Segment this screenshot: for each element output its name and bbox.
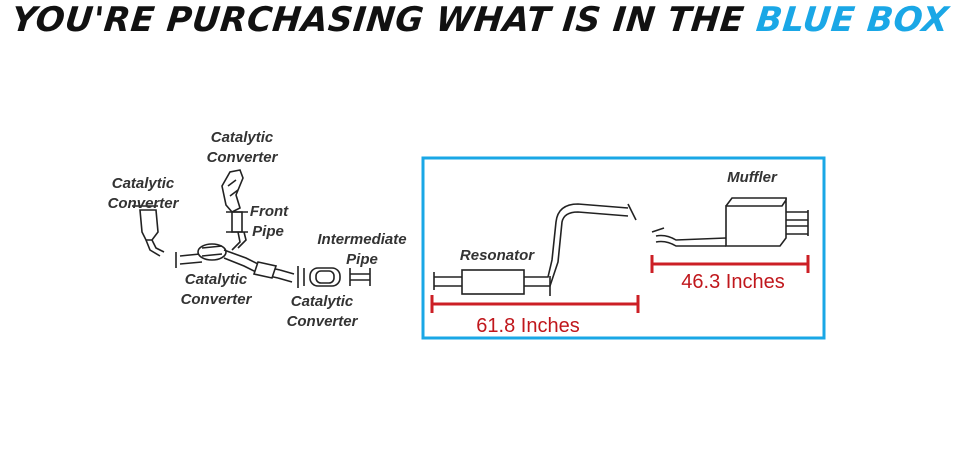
cat-mid-label-line2: Converter <box>181 291 253 308</box>
cat-top-label-line2: Converter <box>207 149 279 166</box>
muffler-label: Muffler <box>727 169 778 186</box>
y-pipe-catalytic-converter-part <box>175 243 299 288</box>
included-parts-highlight-box <box>421 156 826 340</box>
top-catalytic-converter-part <box>221 169 248 251</box>
resonator-dimension-line <box>430 295 640 313</box>
lower-catalytic-converter-part <box>303 267 341 287</box>
muffler-dimension-line <box>650 255 810 273</box>
cat-low-label-line1: Catalytic <box>291 293 354 310</box>
cat-top-label-line1: Catalytic <box>211 129 274 146</box>
left-catalytic-converter-part <box>132 205 165 257</box>
resonator-section-part <box>433 203 637 296</box>
resonator-measurement: 61.8 Inches <box>476 315 579 337</box>
resonator-label: Resonator <box>460 247 535 264</box>
cat-left-label-line1: Catalytic <box>112 175 175 192</box>
intermediate-pipe-part <box>349 268 371 286</box>
cat-low-label-line2: Converter <box>287 313 359 330</box>
muffler-section-part <box>651 197 809 247</box>
front-pipe-label-line1: Front <box>250 203 289 220</box>
front-pipe-label-line2: Pipe <box>252 223 284 240</box>
cat-mid-label-line1: Catalytic <box>185 271 248 288</box>
intermediate-label-line2: Pipe <box>346 251 378 268</box>
excluded-parts <box>132 169 371 288</box>
intermediate-label-line1: Intermediate <box>317 231 406 248</box>
muffler-measurement: 46.3 Inches <box>681 271 784 293</box>
cat-left-label-line2: Converter <box>108 195 180 212</box>
